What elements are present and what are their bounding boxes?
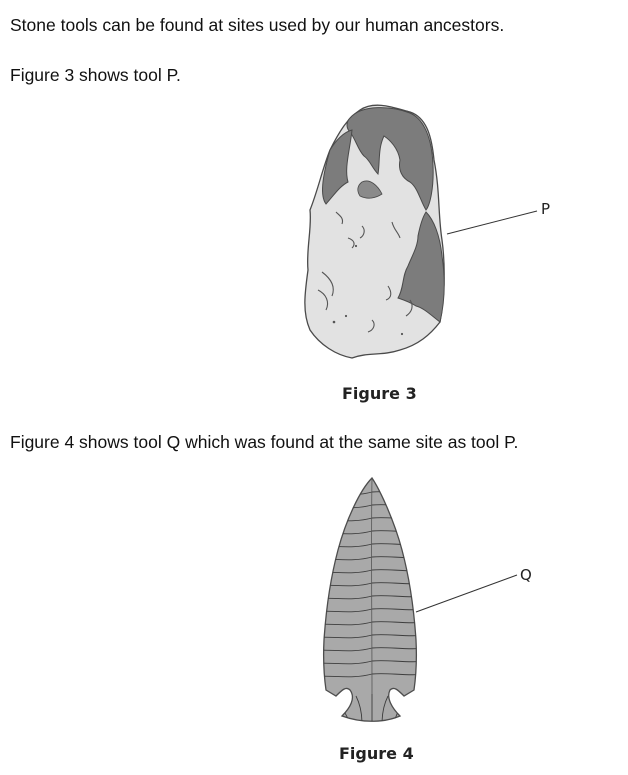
tool-p-dark-right	[397, 211, 445, 323]
figure4-intro-text: Figure 4 shows tool Q which was found at…	[10, 432, 519, 452]
tool-p-callout-line	[446, 210, 538, 235]
tool-q-callout-line	[415, 574, 518, 613]
tool-p-dark-left	[322, 129, 353, 205]
figure3-caption: Figure 3	[342, 384, 417, 403]
tool-q-body	[322, 476, 418, 722]
tool-p-dark-top	[346, 107, 434, 211]
intro-text: Stone tools can be found at sites used b…	[10, 15, 505, 35]
tool-p-dark-mid	[357, 180, 383, 199]
figure3-intro-text: Figure 3 shows tool P.	[10, 65, 181, 85]
tool-p-label: P	[541, 200, 551, 218]
tool-q-label: Q	[520, 566, 532, 584]
figure4-caption: Figure 4	[339, 744, 414, 763]
